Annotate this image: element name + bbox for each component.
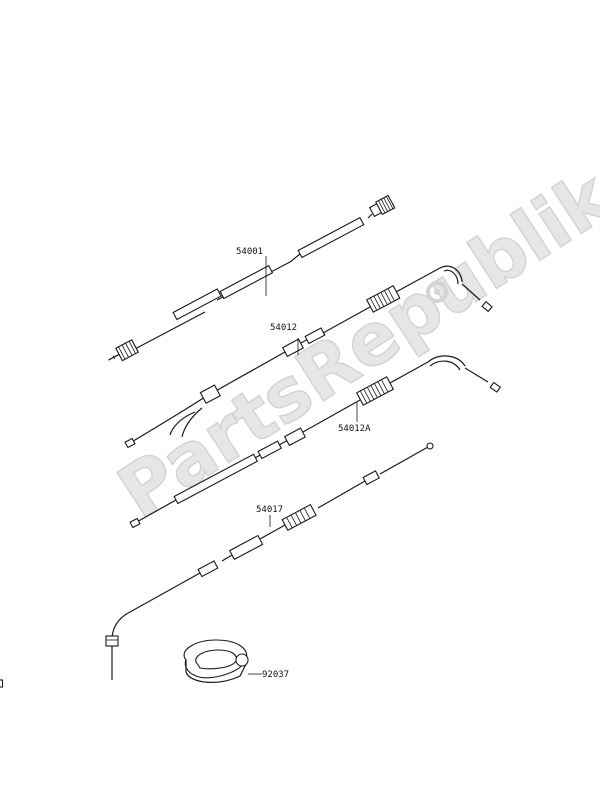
label-54012A: 54012A — [338, 424, 371, 434]
watermark-text: PartsRepublik — [104, 153, 600, 534]
label-54017: 54017 — [256, 505, 283, 515]
label-92037: 92037 — [262, 670, 289, 680]
guide-92037[interactable]: 92037 — [183, 639, 289, 683]
watermark-gear-icon — [426, 281, 448, 303]
cable-54012A[interactable]: 54012A — [129, 355, 502, 529]
label-54001: 54001 — [236, 247, 263, 257]
watermark: PartsRepublik — [103, 153, 600, 535]
cable-54017[interactable]: 54017 — [0, 442, 434, 688]
cable-54001[interactable]: 54001 — [105, 194, 396, 366]
cable-54012[interactable]: 54012 — [124, 265, 493, 449]
label-54012: 54012 — [270, 323, 297, 333]
